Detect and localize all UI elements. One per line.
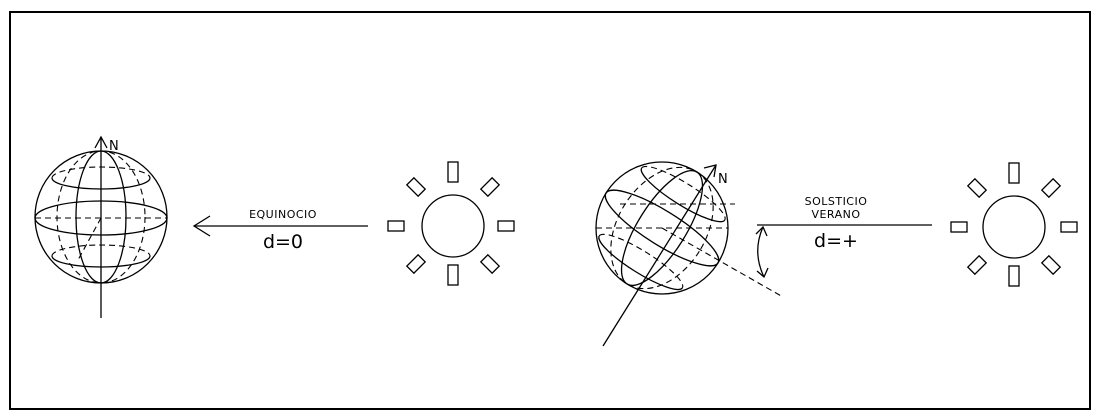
sun-icon (950, 162, 1078, 287)
north-label-right: N (718, 172, 728, 187)
label-solsticio: SOLSTICIO (805, 195, 868, 208)
sun-icon (387, 161, 515, 286)
globe-solstice (595, 161, 784, 347)
declination-angle-arc (755, 225, 769, 279)
label-d-zero: d=0 (263, 231, 303, 253)
label-d-plus: d=+ (814, 230, 858, 252)
parallel-south (51, 255, 151, 268)
meridian-back (56, 150, 146, 284)
north-arrow-icon (703, 164, 717, 178)
arrow-left-icon (192, 215, 368, 237)
globe-equinox (34, 135, 168, 318)
north-arrow-icon (94, 135, 108, 149)
equatorial-plane-extension (661, 227, 784, 298)
parallel-north (51, 177, 151, 190)
label-verano: VERANO (811, 208, 860, 221)
figure-frame (9, 11, 1091, 410)
tilted-axis (602, 164, 717, 347)
equator-line (604, 189, 720, 267)
north-label-left: N (109, 139, 119, 154)
label-equinoccio: EQUINOCIO (249, 208, 317, 221)
